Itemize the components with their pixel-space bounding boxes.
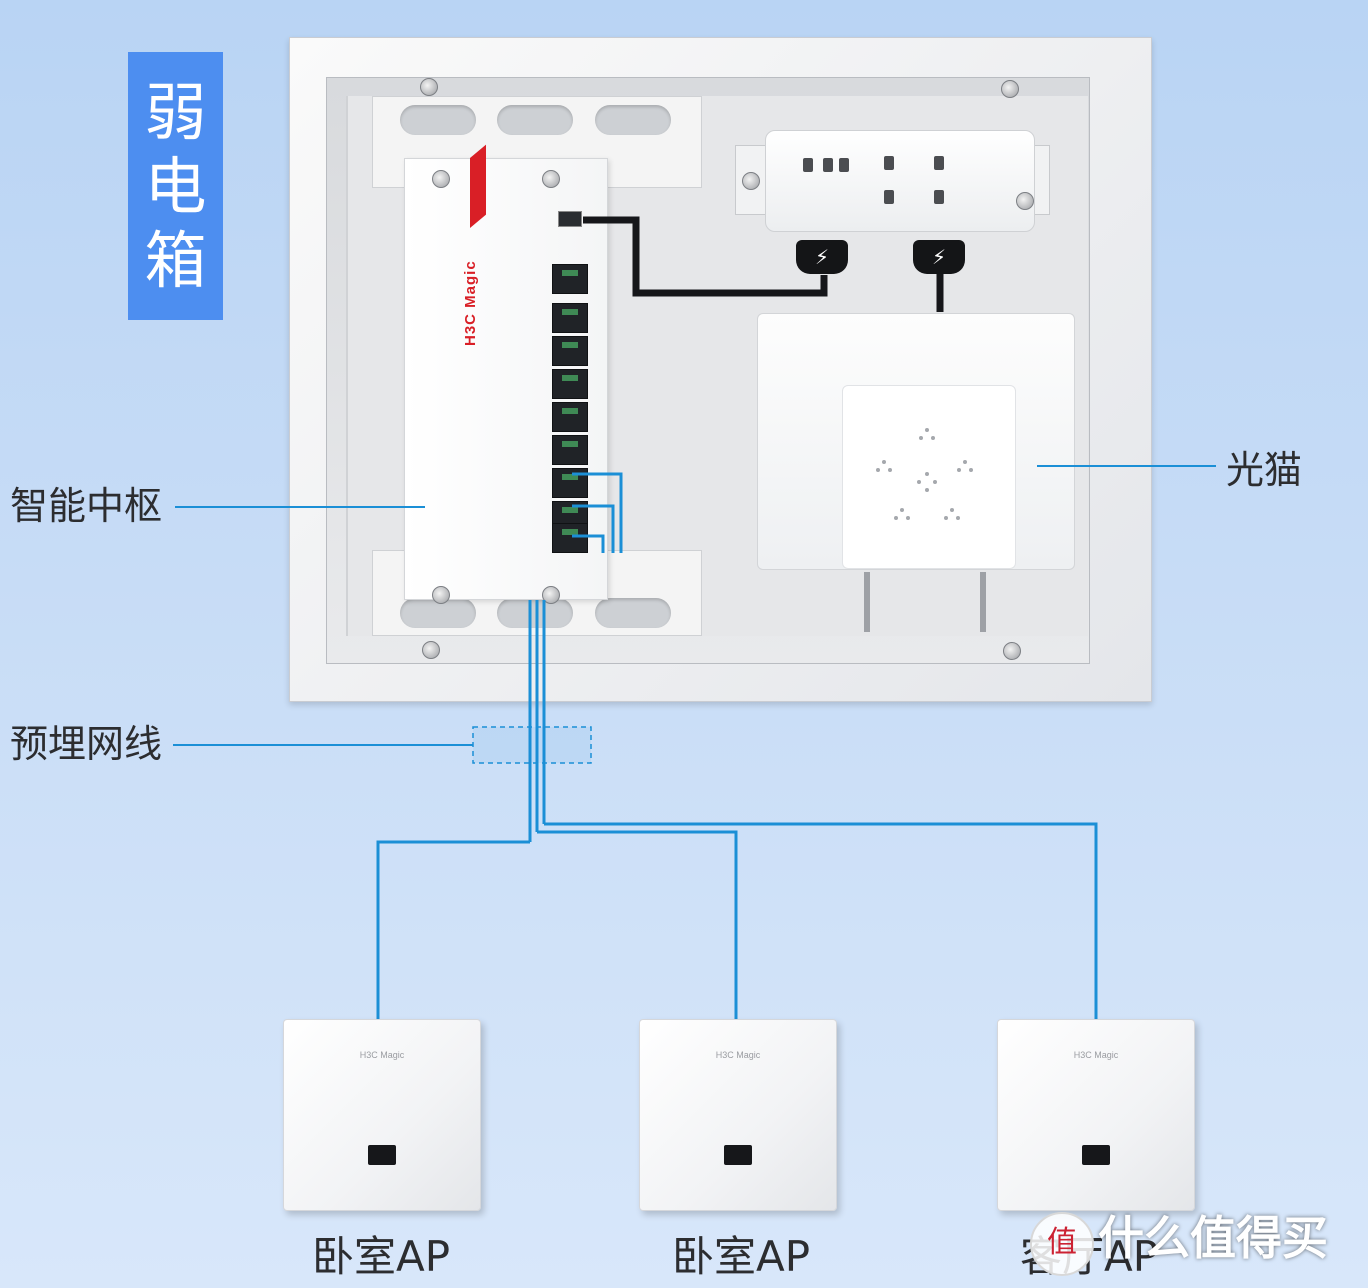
screw-icon [542, 586, 560, 604]
socket-hole [884, 190, 894, 204]
socket-hole [884, 156, 894, 170]
ethernet-port-icon [552, 336, 588, 366]
rail-slot [497, 598, 573, 628]
access-point-2: H3C Magic [639, 1019, 837, 1211]
ap-label-2: 卧室AP [672, 1232, 811, 1281]
patch-cable [572, 534, 605, 553]
modem-vent [882, 460, 886, 464]
modem-vent [931, 436, 935, 440]
watermark-logo: 值 [1030, 1212, 1094, 1276]
modem-vent [963, 460, 967, 464]
ethernet-port-icon [552, 402, 588, 432]
screw-icon [1003, 642, 1021, 660]
access-point-1: H3C Magic [283, 1019, 481, 1211]
ethernet-port-icon [552, 369, 588, 399]
screw-icon [1016, 192, 1034, 210]
rail-slot [497, 105, 573, 135]
hub-power-switch [558, 211, 582, 227]
modem-vent [894, 516, 898, 520]
screw-icon [420, 78, 438, 96]
ethernet-port-icon [724, 1145, 752, 1165]
socket-hole [823, 158, 833, 172]
modem-vent [969, 468, 973, 472]
modem-bracket [864, 572, 870, 632]
rail-slot [595, 105, 671, 135]
ap-brand: H3C Magic [359, 1050, 405, 1060]
cable-to-ap-2 [537, 830, 738, 1020]
ethernet-port-icon [552, 435, 588, 465]
screw-icon [542, 170, 560, 188]
modem-vent [900, 508, 904, 512]
label-cable: 预埋网线 [10, 722, 163, 766]
ap-brand: H3C Magic [1073, 1050, 1119, 1060]
modem-bracket [980, 572, 986, 632]
label-hub: 智能中枢 [10, 484, 163, 528]
cable-to-ap-3 [544, 822, 1098, 1020]
modem-vent [919, 436, 923, 440]
ap-label-1: 卧室AP [312, 1232, 451, 1281]
screw-icon [1001, 80, 1019, 98]
ethernet-port-icon [368, 1145, 396, 1165]
modem-vent [944, 516, 948, 520]
screw-icon [742, 172, 760, 190]
socket-hole [934, 190, 944, 204]
title-char-1: 弱 [144, 76, 207, 149]
modem-vent [888, 468, 892, 472]
power-cord-hub [583, 216, 828, 297]
modem-vent [957, 468, 961, 472]
patch-cable [572, 504, 615, 553]
patch-cable [572, 472, 623, 553]
label-modem: 光猫 [1226, 448, 1303, 492]
modem-vent [925, 488, 929, 492]
socket-hole [803, 158, 813, 172]
modem-vent [956, 516, 960, 520]
power-strip [765, 130, 1035, 232]
modem-vent [925, 472, 929, 476]
power-plug-icon: ⚡ [913, 240, 965, 274]
ethernet-port-icon [552, 523, 588, 553]
rail-slot [595, 598, 671, 628]
modem-vent [950, 508, 954, 512]
ap-brand: H3C Magic [715, 1050, 761, 1060]
rail-slot [400, 105, 476, 135]
title-char-3: 箱 [144, 224, 207, 297]
modem-vent [925, 428, 929, 432]
title-char-2: 电 [144, 150, 207, 223]
ethernet-port-icon [1082, 1145, 1110, 1165]
screw-icon [422, 641, 440, 659]
screw-icon [432, 586, 450, 604]
screw-icon [432, 170, 450, 188]
optical-modem-face [842, 385, 1016, 569]
power-plug-icon: ⚡ [796, 240, 848, 274]
cable-to-ap-1 [376, 840, 530, 1020]
ethernet-port-icon [552, 264, 588, 294]
modem-vent [933, 480, 937, 484]
embedded-cable-highlight [472, 726, 592, 764]
ethernet-port-icon [552, 303, 588, 333]
title-badge: 弱 电 箱 [128, 52, 223, 320]
modem-vent [917, 480, 921, 484]
watermark-text: 什么值得买 [1098, 1211, 1328, 1265]
access-point-3: H3C Magic [997, 1019, 1195, 1211]
socket-hole [839, 158, 849, 172]
socket-hole [934, 156, 944, 170]
modem-vent [876, 468, 880, 472]
modem-vent [906, 516, 910, 520]
